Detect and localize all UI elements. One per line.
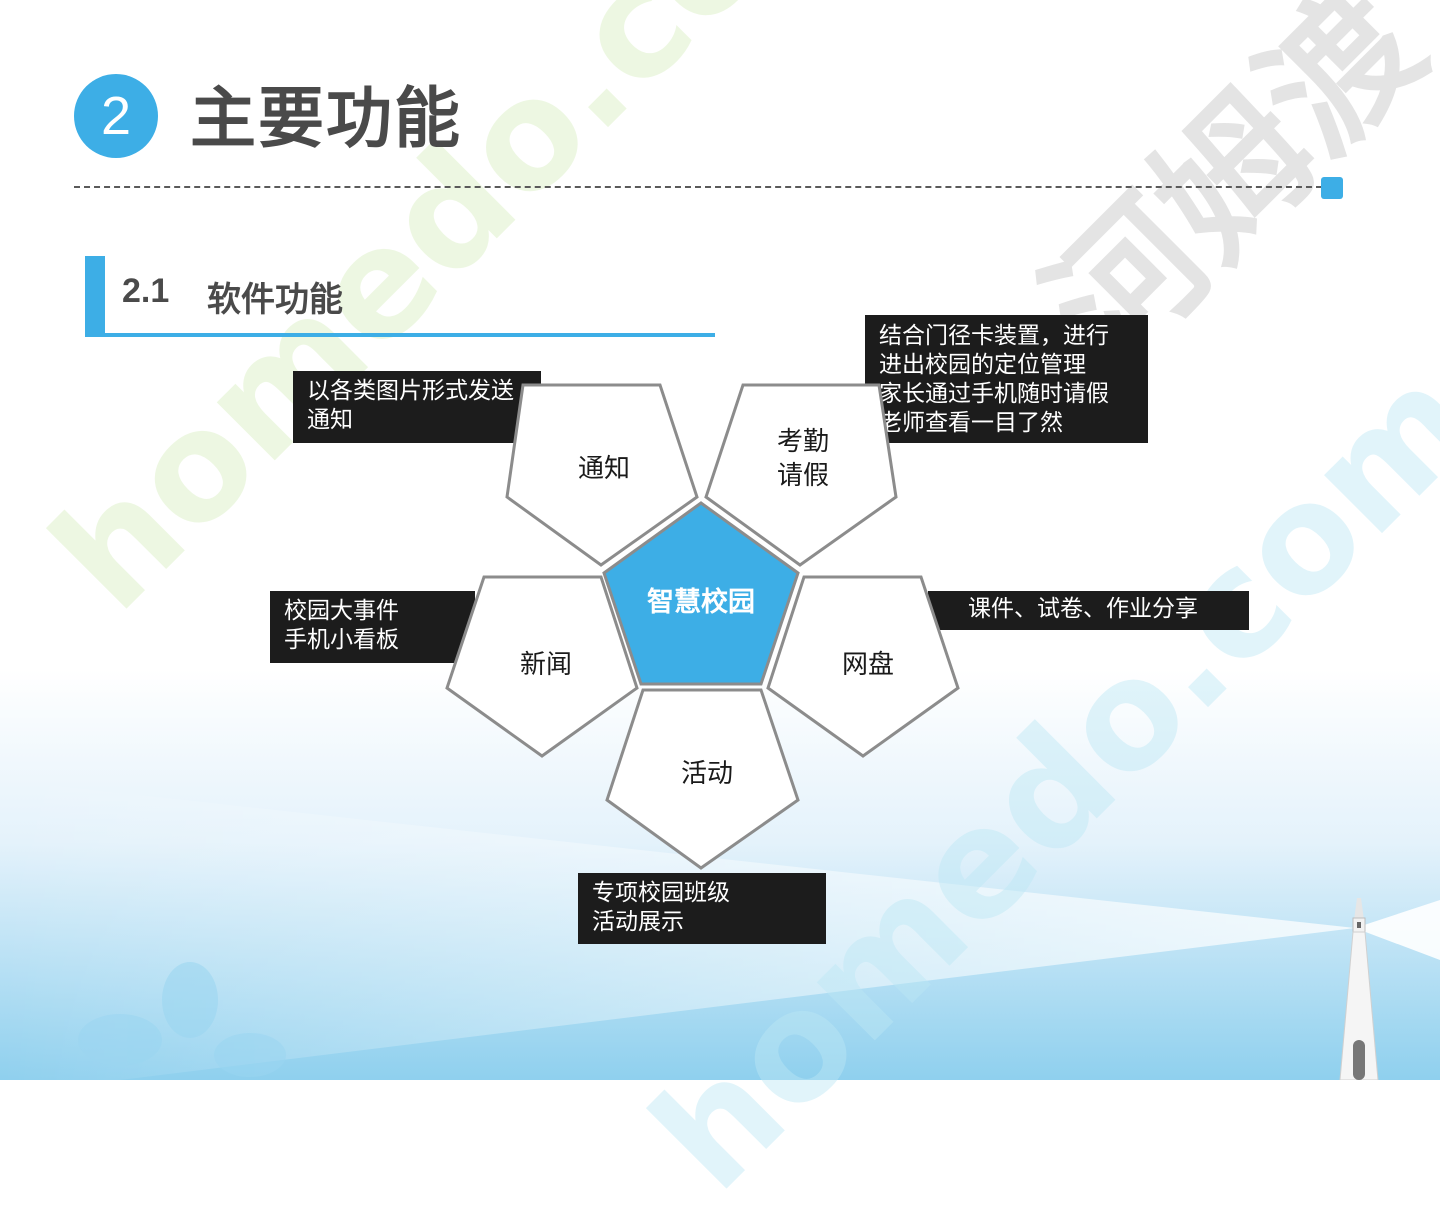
petal-notice[interactable] (505, 383, 699, 567)
desc-news-line: 校园大事件 (284, 598, 399, 624)
desc-activity-line: 活动展示 (592, 909, 684, 935)
petal-notice-label: 通知 (578, 454, 630, 484)
subheader-underline (85, 333, 715, 337)
petal-attendance-label: 请假 (777, 461, 829, 491)
desc-notice-line: 通知 (307, 407, 353, 433)
desc-attendance-line: 进出校园的定位管理 (879, 352, 1086, 378)
subheader-accent-bar (85, 256, 105, 336)
petal-attendance-label: 考勤 (777, 427, 829, 457)
desc-notice-line: 以各类图片形式发送 (307, 378, 514, 404)
desc-disk-line: 课件、试卷、作业分享 (968, 596, 1198, 622)
desc-attendance: 结合门径卡装置，进行 进出校园的定位管理 家长通过手机随时请假 老师查看一目了然 (865, 315, 1148, 443)
petal-activity[interactable] (605, 688, 800, 870)
desc-attendance-line: 家长通过手机随时请假 (879, 381, 1109, 407)
petal-attendance[interactable] (704, 383, 898, 567)
desc-disk: 课件、试卷、作业分享 (928, 591, 1249, 630)
center-pentagon (602, 501, 800, 686)
desc-activity: 专项校园班级 活动展示 (578, 873, 826, 944)
section-number-badge: 2 (74, 74, 158, 158)
petal-news[interactable] (445, 575, 639, 758)
petal-activity-label: 活动 (681, 759, 733, 789)
feature-diagram: 智慧校园 通知 考勤 请假 新闻 网盘 活动 (445, 383, 960, 870)
petal-disk-label: 网盘 (842, 650, 894, 680)
desc-news: 校园大事件 手机小看板 (270, 591, 475, 663)
petal-news-label: 新闻 (520, 650, 572, 680)
desc-attendance-line: 结合门径卡装置，进行 (879, 323, 1109, 349)
petal-disk[interactable] (766, 575, 960, 758)
lighthouse-illustration (1339, 898, 1379, 1080)
center-label: 智慧校园 (647, 586, 755, 618)
title-divider (74, 186, 1322, 188)
desc-attendance-line: 老师查看一目了然 (879, 410, 1063, 436)
desc-notice: 以各类图片形式发送 通知 (293, 371, 541, 443)
desc-activity-line: 专项校园班级 (592, 880, 730, 906)
divider-end-marker (1321, 177, 1343, 199)
subheader-title: 软件功能 (207, 280, 343, 320)
page-title: 主要功能 (190, 80, 462, 157)
subheader-number: 2.1 (122, 272, 170, 310)
desc-news-line: 手机小看板 (284, 627, 399, 653)
